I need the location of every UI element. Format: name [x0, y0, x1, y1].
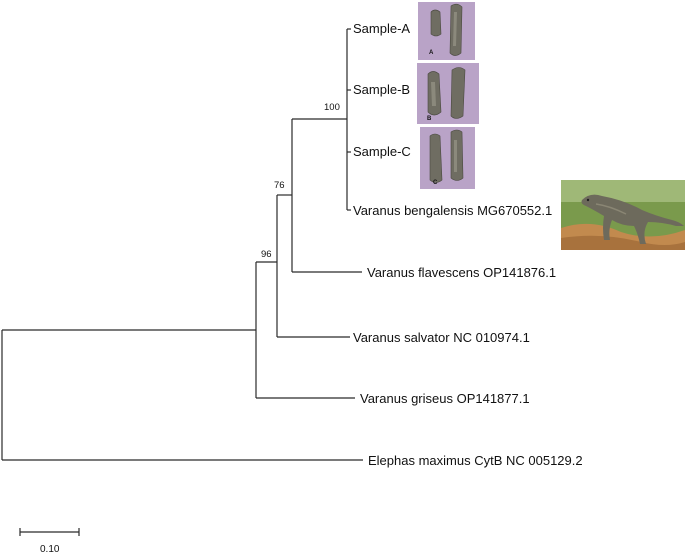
bootstrap-values: 100 76 96: [261, 102, 340, 260]
label-flavescens: Varanus flavescens OP141876.1: [367, 265, 556, 280]
scale-bar-label: 0.10: [40, 544, 60, 555]
sample-b-photo: B: [417, 63, 479, 124]
label-sample-b: Sample-B: [353, 82, 410, 97]
photo-letter-b: B: [427, 116, 432, 122]
taxon-labels: Sample-A Sample-B Sample-C Varanus benga…: [353, 21, 583, 468]
bootstrap-76: 76: [274, 180, 285, 191]
label-salvator: Varanus salvator NC 010974.1: [353, 330, 530, 345]
photo-letter-a: A: [429, 50, 434, 56]
photo-letter-c: C: [433, 180, 438, 186]
label-griseus: Varanus griseus OP141877.1: [360, 391, 530, 406]
label-sample-c: Sample-C: [353, 144, 411, 159]
sample-a-photo: A: [418, 2, 475, 60]
label-bengalensis: Varanus bengalensis MG670552.1: [353, 203, 552, 218]
sample-c-photo: C: [420, 127, 475, 189]
varanus-bengalensis-photo: [561, 180, 685, 250]
tree-branches: [1, 28, 363, 461]
label-elephas: Elephas maximus CytB NC 005129.2: [368, 453, 583, 468]
scale-bar: 0.10: [19, 528, 80, 555]
bootstrap-100: 100: [324, 102, 340, 113]
bootstrap-96: 96: [261, 249, 272, 260]
label-sample-a: Sample-A: [353, 21, 410, 36]
